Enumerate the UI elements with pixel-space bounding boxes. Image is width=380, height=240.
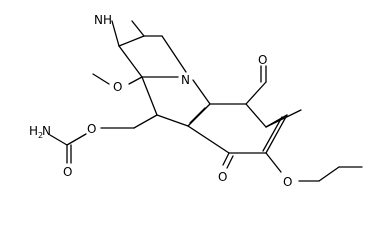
bond-lines: [49, 20, 363, 182]
atom-label-amine-subscript: 2: [38, 131, 43, 140]
atom-label-ester-o: O: [87, 122, 96, 136]
atom-label-propoxy-o: O: [283, 175, 292, 189]
bond: [222, 152, 230, 166]
bond: [265, 109, 302, 128]
bond: [118, 45, 143, 78]
atom-label-amine-n: N: [42, 124, 51, 138]
bond: [128, 76, 143, 85]
bond: [192, 79, 211, 105]
bond: [187, 125, 230, 154]
atom-label-quinone-o-bottom: O: [218, 170, 227, 184]
bond: [265, 114, 288, 154]
atom-label-carbonyl-o: O: [63, 165, 72, 179]
bond: [66, 133, 87, 146]
atom-label-methoxy-o: O: [113, 80, 122, 94]
bond: [161, 35, 187, 73]
bond: [245, 103, 267, 128]
bond: [118, 35, 145, 47]
bond: [189, 107, 206, 124]
bond: [131, 20, 145, 37]
bond: [318, 166, 340, 182]
structure-diagram: NH N O O O O O O H 2 N: [29, 13, 363, 189]
atom-label-indole-n: N: [181, 73, 190, 87]
bond: [141, 76, 158, 116]
bond: [262, 116, 283, 152]
bond: [92, 73, 110, 85]
bond: [187, 103, 211, 127]
bond: [226, 155, 234, 169]
bond: [49, 134, 68, 146]
atom-label-amine-h: H: [29, 124, 38, 138]
bond: [265, 152, 282, 173]
bond: [245, 81, 267, 105]
atom-label-aziridine-nh: NH: [94, 13, 112, 27]
atom-label-quinone-o-top: O: [258, 53, 267, 67]
bond: [133, 114, 158, 129]
bond: [111, 20, 120, 47]
bond: [156, 114, 189, 127]
